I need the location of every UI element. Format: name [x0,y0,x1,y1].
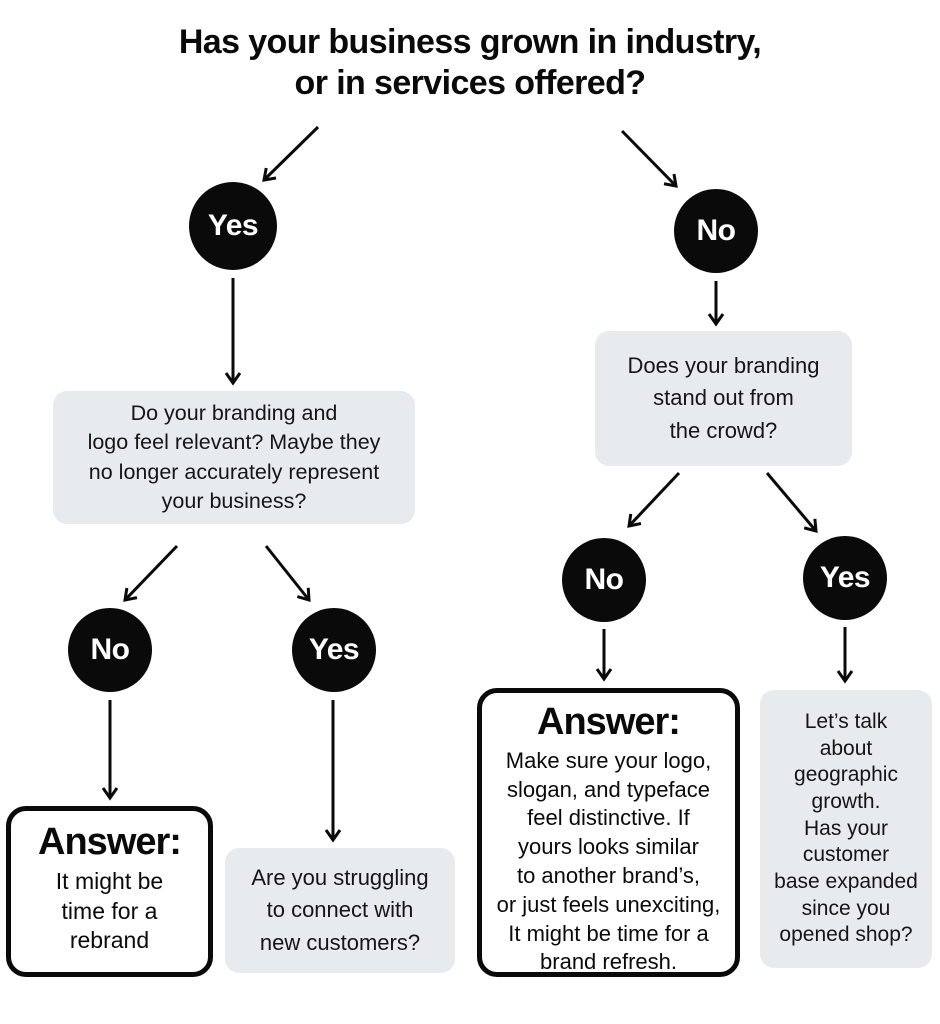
decision-circle-no-right: No [562,538,646,622]
question-box-branding-relevant: Do your branding and logo feel relevant?… [53,391,415,524]
circle-label: No [90,633,131,666]
decision-circle-yes-right: Yes [803,536,887,620]
arrow-title-to-yes [262,125,320,182]
answer-box-rebrand: Answer: It might be time for a rebrand [6,806,213,977]
circle-label: No [584,563,625,596]
decision-circle-no-top-right: No [674,189,758,273]
arrow-standout-to-yes [765,472,818,533]
arrow-branding-to-yes [264,545,311,603]
circle-label: Yes [308,633,360,666]
arrow-branding-to-no [123,544,179,602]
question-box-struggling: Are you struggling to connect with new c… [225,848,455,973]
circle-label: No [696,214,737,247]
question-box-geographic-growth: Let’s talk about geographic growth. Has … [760,690,932,968]
circle-label: Yes [207,209,259,242]
flowchart-title: Has your business grown in industry, or … [178,23,762,103]
decision-circle-no-left: No [68,608,152,692]
arrow-title-to-no [620,129,678,188]
arrow-standout-to-no [627,471,681,528]
decision-circle-yes-top-left: Yes [189,182,277,270]
answer-body: It might be time for a rebrand [55,867,164,954]
answer-body: Make sure your logo, slogan, and typefac… [496,747,721,975]
decision-circle-yes-left: Yes [292,608,376,692]
circle-label: Yes [819,561,871,594]
answer-box-brand-refresh: Answer: Make sure your logo, slogan, and… [477,688,740,977]
answer-heading: Answer: [537,701,681,743]
question-box-stand-out: Does your branding stand out from the cr… [595,331,852,466]
answer-heading: Answer: [38,821,182,863]
